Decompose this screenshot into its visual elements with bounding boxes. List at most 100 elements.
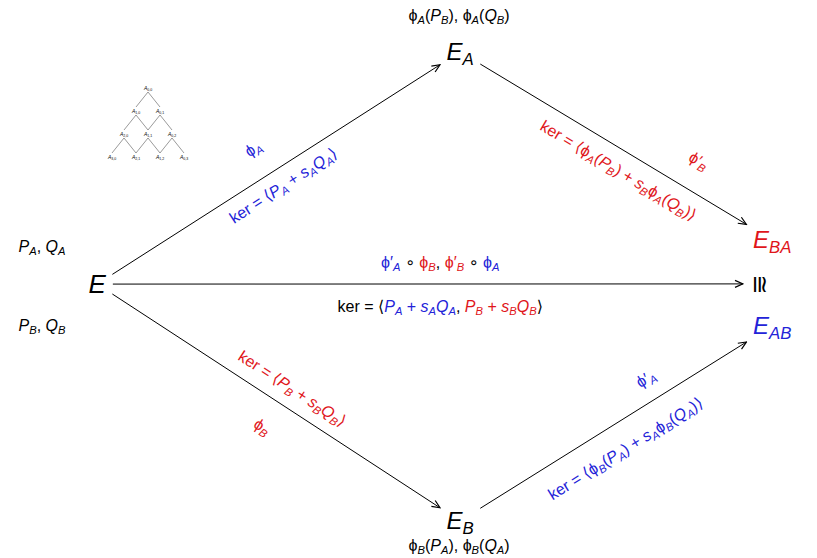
- math-glyphs: ker = ⟨ϕ: [545, 459, 601, 503]
- math-glyphs: 2,1: [135, 157, 140, 161]
- curve-node: EAB: [749, 311, 795, 342]
- math-label: PB, QB: [19, 316, 66, 335]
- tree-node-label: A0,3: [180, 154, 188, 160]
- tree-node-label: A0,0: [144, 85, 152, 91]
- math-glyphs: 0,2: [171, 134, 176, 138]
- math-glyphs: A: [29, 245, 36, 257]
- isogeny-name: ϕ′A: [632, 365, 659, 392]
- math-glyphs: A: [393, 261, 400, 273]
- curve-node: EB: [443, 506, 478, 537]
- math-glyphs: Q: [436, 298, 448, 315]
- curve-node: EBA: [749, 225, 795, 256]
- tree-line: [160, 138, 172, 153]
- tree-node-label: A3,0: [108, 154, 116, 160]
- math-label: ker = ⟨PA + sAQA, PB + sBQB⟩: [338, 297, 543, 316]
- math-glyphs: ,: [436, 254, 445, 271]
- math-glyphs: +: [402, 298, 420, 315]
- math-glyphs: 1,0: [135, 111, 140, 115]
- math-glyphs: (: [479, 7, 484, 24]
- math-glyphs: A: [168, 131, 171, 137]
- tree-node-label: A1,1: [144, 131, 152, 137]
- math-glyphs: ,: [456, 298, 465, 315]
- math-glyphs: ker = ⟨: [226, 186, 274, 226]
- math-glyphs: A: [449, 305, 456, 317]
- tree-node-label: A0,2: [168, 131, 176, 137]
- math-glyphs: ϕ: [409, 537, 418, 554]
- math-glyphs: ,: [37, 238, 46, 255]
- math-glyphs: Q: [46, 317, 58, 334]
- math-glyphs: A: [156, 108, 159, 114]
- math-glyphs: B: [463, 519, 474, 538]
- tree-line: [112, 138, 124, 153]
- math-glyphs: P: [430, 537, 441, 554]
- math-glyphs: ), ϕ: [448, 7, 471, 24]
- math-glyphs: A: [472, 14, 479, 26]
- isogeny-name: ϕ′B: [685, 147, 712, 173]
- math-glyphs: B: [472, 544, 479, 556]
- math-glyphs: B: [457, 261, 464, 273]
- math-label: ϕB(PA), ϕB(QA): [409, 536, 510, 555]
- math-glyphs: +: [483, 298, 501, 315]
- math-label: ker = ⟨PB + sBQB⟩: [234, 346, 349, 430]
- tree-node-label: A0,1: [156, 108, 164, 114]
- math-glyphs: 0,3: [183, 157, 188, 161]
- isogeny-arrow: [112, 65, 440, 275]
- math-glyphs: ), ϕ: [448, 537, 471, 554]
- curve-name: EAB: [753, 312, 791, 341]
- math-glyphs: P: [19, 238, 30, 255]
- math-glyphs: 0,1: [159, 111, 164, 115]
- math-glyphs: 0,0: [147, 88, 152, 92]
- math-glyphs: )⟩: [680, 203, 699, 224]
- math-glyphs: (: [425, 537, 430, 554]
- isogeny-name: ϕA: [241, 136, 265, 161]
- curve-name: EBA: [753, 226, 791, 255]
- math-glyphs: ϕ′: [381, 254, 393, 271]
- math-glyphs: ∘: [464, 254, 483, 271]
- math-glyphs: E: [753, 312, 769, 339]
- isogeny-arrow: [113, 283, 743, 284]
- curve-name: ≅: [746, 274, 775, 294]
- tree-line: [136, 92, 148, 107]
- math-glyphs: A: [58, 245, 65, 257]
- math-glyphs: s: [421, 298, 429, 315]
- tree-line: [124, 138, 136, 153]
- isogeny-arrow: [480, 64, 746, 224]
- math-glyphs: B: [509, 305, 516, 317]
- math-glyphs: 3,0: [111, 157, 116, 161]
- math-glyphs: B: [529, 305, 536, 317]
- math-glyphs: B: [29, 324, 36, 336]
- math-glyphs: A: [417, 14, 424, 26]
- math-glyphs: (: [425, 7, 430, 24]
- math-glyphs: ⟩: [537, 298, 543, 315]
- math-glyphs: ⟩: [334, 411, 349, 429]
- math-label: ker = ⟨PA + sAQA⟩: [225, 143, 340, 227]
- math-glyphs: Q: [484, 537, 496, 554]
- isogeny-name: ϕ′A ∘ ϕB, ϕ′B ∘ ϕA: [381, 253, 499, 272]
- math-glyphs: A: [497, 544, 504, 556]
- math-glyphs: B: [428, 261, 435, 273]
- curve-name: E: [89, 269, 106, 300]
- math-glyphs: E: [447, 507, 463, 534]
- tree-line: [148, 92, 160, 107]
- math-glyphs: ker = ⟨: [338, 298, 385, 315]
- math-glyphs: ): [504, 7, 509, 24]
- math-glyphs: B: [497, 14, 504, 26]
- math-glyphs: Q: [517, 298, 529, 315]
- curve-name: EB: [447, 507, 474, 536]
- math-glyphs: Q: [484, 7, 496, 24]
- curve-node: EA: [443, 37, 478, 68]
- math-glyphs: ker = ⟨ϕ: [537, 117, 593, 160]
- math-glyphs: B: [417, 544, 424, 556]
- tree-node-label: A1,0: [132, 108, 140, 114]
- tree-line: [148, 115, 160, 130]
- math-glyphs: A: [441, 544, 448, 556]
- math-glyphs: A: [144, 131, 147, 137]
- math-glyphs: AB: [769, 324, 791, 343]
- math-glyphs: A: [132, 154, 135, 160]
- math-glyphs: ,: [37, 317, 46, 334]
- tree-node-label: A1,2: [156, 154, 164, 160]
- curve-node: ≅: [746, 269, 774, 300]
- math-glyphs: A: [180, 154, 183, 160]
- tree-line: [160, 115, 172, 130]
